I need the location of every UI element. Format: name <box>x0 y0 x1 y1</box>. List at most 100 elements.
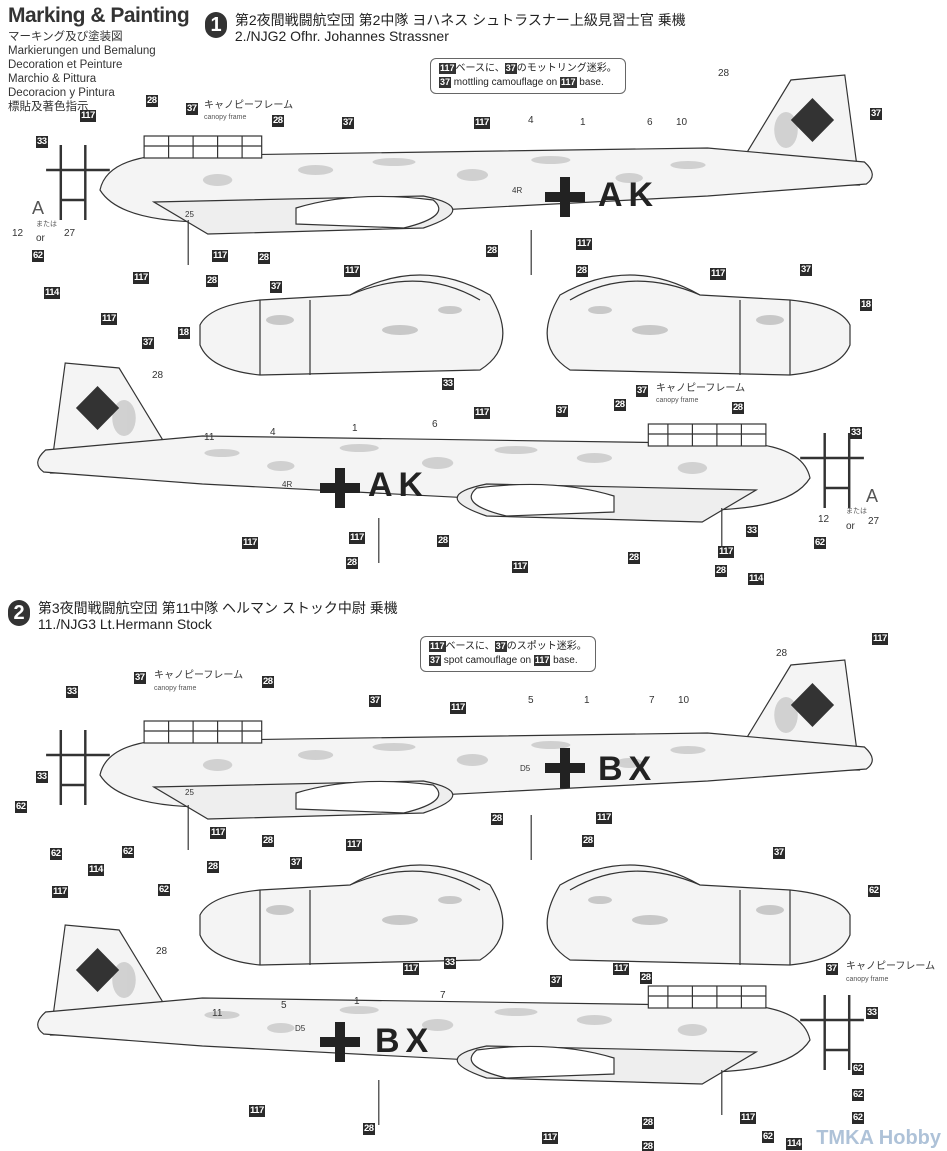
fuselage-code: AK <box>368 466 430 504</box>
decal-callout: キャノピーフレーム <box>656 383 746 394</box>
note-text: base. <box>553 655 578 666</box>
paint-code-callout: 28 <box>206 275 218 287</box>
decal-callout: 6 <box>647 117 653 128</box>
paint-code-callout: 28 <box>642 1141 654 1151</box>
paint-code-callout: 28 <box>642 1117 654 1129</box>
scheme-2-header: 2 第3夜間戦闘航空団 第11中隊 ヘルマン ストック中尉 乗機 11./NJG… <box>8 600 398 632</box>
paint-code-callout: 28 <box>628 552 640 564</box>
paint-code-callout: 37 <box>826 963 838 975</box>
paint-code-callout: 37 <box>870 108 882 120</box>
paint-code-callout: 33 <box>36 136 48 148</box>
paint-code-callout: 28 <box>262 835 274 847</box>
decal-callout: 5 <box>528 695 534 706</box>
scheme-title-en: 11./NJG3 Lt.Hermann Stock <box>37 616 212 632</box>
decal-callout: または <box>36 221 57 228</box>
fuselage-code: BX <box>598 750 658 788</box>
decal-callout: or <box>36 233 45 244</box>
nacelle-panel <box>199 274 504 376</box>
decal-callout: 7 <box>649 695 655 706</box>
note-text: mottling camouflage on <box>453 77 558 88</box>
scheme-title-jp: 第2夜間戦闘航空団 第2中隊 ヨハネス シュトラスナー上級見習士官 乗機 <box>234 12 686 28</box>
scheme-title-en: 2./NJG2 Ofhr. Johannes Strassner <box>234 28 449 44</box>
paint-code-callout: 28 <box>491 813 503 825</box>
paint-code-callout: 33 <box>746 525 758 537</box>
paint-code-callout: 62 <box>852 1089 864 1101</box>
decal-callout: 10 <box>678 695 690 706</box>
decal-callout: キャノピーフレーム <box>204 100 294 111</box>
paint-code-callout: 33 <box>442 378 454 390</box>
paint-code-callout: 117 <box>576 238 592 250</box>
paint-code-callout: 28 <box>207 861 219 873</box>
paint-code-callout: 117 <box>80 110 96 122</box>
paint-code-callout: 117 <box>52 886 68 898</box>
paint-code-callout: 117 <box>349 532 365 544</box>
paint-code-callout: 117 <box>346 839 362 851</box>
paint-code-callout: 117 <box>212 250 228 262</box>
decal-callout: または <box>846 508 867 515</box>
paint-code-callout: 37 <box>186 103 198 115</box>
nacelle-panel <box>546 864 851 966</box>
nacelle-panel <box>199 864 504 966</box>
paint-code-callout: 28 <box>732 402 744 414</box>
decal-callout: 11 <box>204 432 215 443</box>
subtitle: Decoracion y Pintura <box>8 87 115 99</box>
decal-callout: 5 <box>281 1000 287 1011</box>
paint-code-callout: 37 <box>369 695 381 707</box>
paint-code-callout: 18 <box>178 327 190 339</box>
paint-code-callout: 62 <box>868 885 880 897</box>
decal-callout: キャノピーフレーム <box>154 670 244 681</box>
decal-callout: 7 <box>440 990 446 1001</box>
paint-code-callout: 33 <box>866 1007 878 1019</box>
paint-code-callout: 114 <box>44 287 60 299</box>
paint-code-callout: 28 <box>146 95 158 107</box>
paint-code-callout: 37 <box>270 281 282 293</box>
paint-code-callout: 33 <box>850 427 862 439</box>
paint-code-callout: 62 <box>50 848 62 860</box>
paint-code-callout: 37 <box>142 337 154 349</box>
paint-code: 37 <box>439 77 452 88</box>
scheme-number: 1 <box>205 12 227 38</box>
paint-code-callout: 37 <box>773 847 785 859</box>
paint-code-callout: 37 <box>550 975 562 987</box>
decal-callout: canopy frame <box>656 397 699 404</box>
fuselage-code: AK <box>598 176 660 214</box>
paint-code-callout: 28 <box>262 676 274 688</box>
decal-callout: A <box>866 486 879 506</box>
decal-callout: A <box>32 198 45 218</box>
decal-callout: 6 <box>432 419 438 430</box>
decal-callout: 4 <box>528 115 534 126</box>
subtitle: マーキング及び塗装図 <box>8 31 123 43</box>
decal-callout: 28 <box>718 68 730 79</box>
paint-code-callout: 37 <box>342 117 354 129</box>
paint-code: 117 <box>429 641 446 652</box>
paint-code-callout: 37 <box>134 672 146 684</box>
decal-callout: or <box>846 521 855 532</box>
paint-code-callout: 37 <box>556 405 568 417</box>
decal-callout: 1 <box>354 996 360 1007</box>
paint-code-callout: 117 <box>101 313 117 325</box>
decal-callout: 28 <box>156 946 168 957</box>
paint-code-callout: 28 <box>346 557 358 569</box>
paint-code-callout: 117 <box>542 1132 558 1144</box>
paint-code-callout: 62 <box>852 1112 864 1124</box>
paint-code-callout: 28 <box>272 115 284 127</box>
note-text: のスポット迷彩。 <box>506 641 587 652</box>
note-text: ベースに、 <box>445 641 495 652</box>
paint-code: 37 <box>494 641 507 652</box>
paint-code-callout: 62 <box>32 250 44 262</box>
decal-callout: 1 <box>584 695 590 706</box>
paint-code-callout: 117 <box>210 827 226 839</box>
decal-callout: 1 <box>352 423 358 434</box>
paint-code-callout: 62 <box>122 846 134 858</box>
paint-code-callout: 117 <box>249 1105 265 1117</box>
paint-code-callout: 117 <box>740 1112 756 1124</box>
watermark: TMKA Hobby <box>816 1127 941 1149</box>
decal-callout: 12 <box>12 228 24 239</box>
paint-code-callout: 18 <box>860 299 872 311</box>
decal-callout: 1 <box>580 117 586 128</box>
paint-code-callout: 62 <box>814 537 826 549</box>
paint-code-callout: 37 <box>290 857 302 869</box>
camouflage-note: 117ベースに、37のモットリング迷彩。 37 mottling camoufl… <box>430 58 626 94</box>
